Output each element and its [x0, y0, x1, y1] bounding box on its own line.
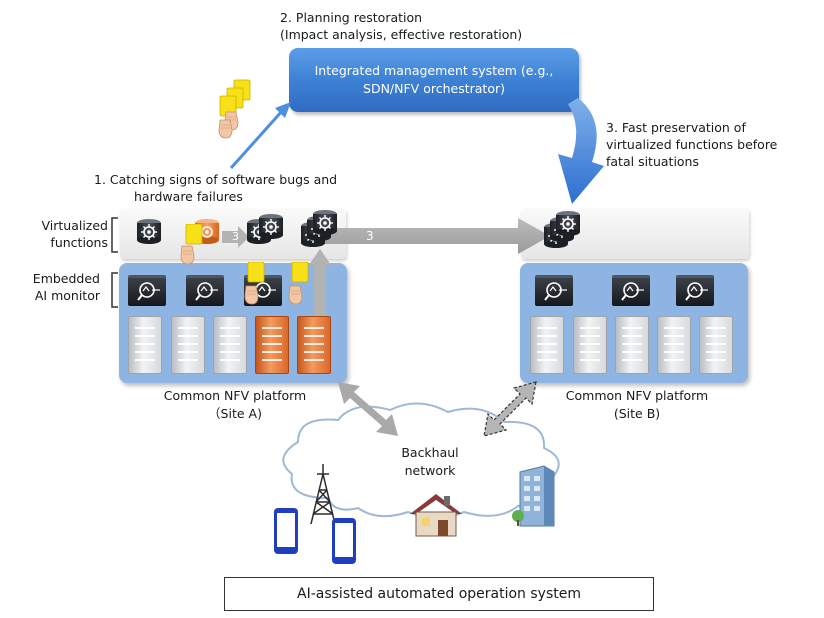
ims-label-line1: Integrated management system (e.g.,	[314, 63, 554, 78]
server-rack-icon	[657, 316, 691, 374]
server-rack-icon	[530, 316, 564, 374]
smartphone-icon	[274, 508, 298, 554]
local-migration-label: 3	[232, 230, 239, 243]
server-rack-icon	[699, 316, 733, 374]
step-2-text: 2. Planning restoration (Impact analysis…	[280, 9, 522, 43]
step-3-line2: virtualized functions before	[606, 137, 778, 152]
ai-monitor-icon	[612, 275, 650, 306]
migration-arrow-label: 3	[366, 229, 374, 243]
site-a-label-line2: （Site A)	[208, 406, 262, 421]
virtualized-label-line1: Virtualized	[41, 218, 108, 233]
ims-label-line2: SDN/NFV orchestrator)	[363, 81, 505, 96]
vnf-gear-icon	[136, 219, 162, 245]
server-rack-icon	[128, 316, 162, 374]
faulty-server-rack-icon	[297, 316, 331, 374]
monitor-label-line2: AI monitor	[34, 288, 100, 303]
monitor-bracket	[111, 272, 118, 308]
step-3-text: 3. Fast preservation of virtualized func…	[606, 119, 777, 170]
virtualized-bracket	[111, 217, 118, 253]
virtualized-functions-label: Virtualized functions	[20, 217, 108, 251]
footer-system-title: AI‐assisted automated operation system	[224, 577, 654, 611]
server-rack-icon	[615, 316, 649, 374]
server-rack-icon	[171, 316, 205, 374]
vnf-gear-icon	[258, 214, 284, 240]
local-migration-arrow	[222, 226, 249, 248]
ai-monitor-icon	[128, 275, 166, 306]
backhaul-label-line2: network	[404, 463, 456, 478]
step-1-text: 1. Catching signs of software bugs and h…	[94, 171, 337, 205]
monitor-label-line1: Embedded	[32, 271, 100, 286]
step-1-line2: hardware failures	[134, 189, 243, 204]
vnf-gear-icon	[555, 211, 581, 237]
up-arrow	[309, 249, 331, 319]
backhaul-label: Backhaul network	[380, 444, 480, 480]
ai-monitor-icon	[186, 275, 224, 306]
embedded-ai-monitor-label: Embedded AI monitor	[20, 270, 100, 304]
site-b-label-line2: (Site B)	[613, 406, 661, 421]
virtualized-label-line2: functions	[50, 235, 108, 250]
step-1-line1: 1. Catching signs of software bugs and	[94, 172, 338, 187]
faulty-server-rack-icon	[255, 316, 289, 374]
radio-tower-icon	[310, 464, 336, 525]
report-arrow-icon	[229, 102, 291, 170]
step-3-line1: 3. Fast preservation of	[606, 120, 746, 135]
backhaul-label-line1: Backhaul	[401, 445, 459, 460]
yellow-card-hand-icon	[288, 262, 309, 305]
vnf-gear-icon	[312, 210, 338, 236]
site-a-label: Common NFV platform （Site A)	[130, 387, 340, 423]
smartphone-icon	[332, 518, 356, 564]
site-b-label-line1: Common NFV platform	[565, 388, 709, 403]
site-a-backhaul-link-arrow	[338, 382, 398, 436]
office-building-icon	[512, 465, 555, 527]
yellow-card-hand-icon	[244, 262, 265, 305]
migration-arrow	[322, 218, 550, 254]
yellow-card-hand-icon	[180, 224, 203, 265]
integrated-management-system-box: Integrated management system (e.g., SDN/…	[289, 48, 579, 112]
step-2-title: 2. Planning restoration	[280, 10, 423, 25]
house-icon	[410, 494, 462, 537]
site-b-label: Common NFV platform (Site B)	[532, 387, 742, 423]
ai-monitor-icon	[676, 275, 714, 306]
restoration-curved-arrow-icon	[558, 98, 604, 204]
server-rack-icon	[213, 316, 247, 374]
site-a-label-line1: Common NFV platform	[163, 388, 307, 403]
ai-monitor-icon	[535, 275, 573, 306]
step-2-subtitle: (Impact analysis, effective restoration)	[280, 27, 523, 42]
server-rack-icon	[573, 316, 607, 374]
site-b-backhaul-link-arrow	[483, 381, 537, 437]
step-3-line3: fatal situations	[606, 154, 699, 169]
